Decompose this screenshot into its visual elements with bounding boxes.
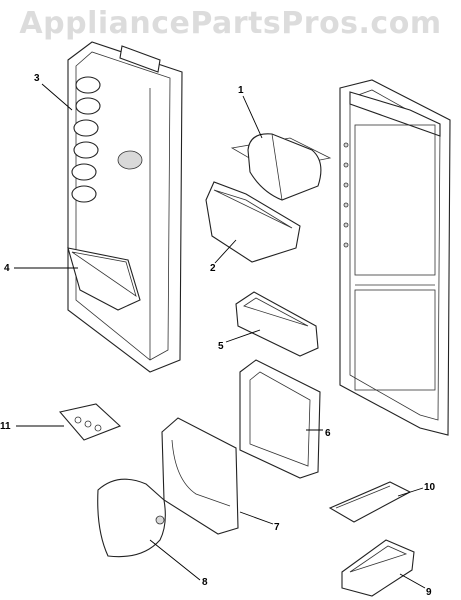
callout-8: 8: [202, 577, 208, 588]
callout-10: 10: [424, 482, 436, 493]
callout-3: 3: [34, 73, 40, 84]
part-2-dairy-bin: [205, 181, 301, 263]
fresh-food-door-liner: [339, 79, 451, 436]
callout-9: 9: [426, 587, 432, 598]
callout-2: 2: [210, 263, 216, 274]
part-1-dairy-cover: [230, 133, 332, 201]
callout-5: 5: [218, 341, 224, 352]
part-6-storage-frame: [239, 359, 321, 479]
part-10-shelf-plate: [328, 481, 412, 523]
watermark-text: AppliancePartsPros.com: [19, 6, 442, 41]
callout-labels: 1 2 3 4 5 6 7 8 9 10 11: [0, 73, 436, 598]
freezer-door-liner: [67, 41, 183, 373]
part-8-auger-housing: [97, 478, 166, 558]
part-7-ice-bucket: [161, 417, 239, 535]
callout-4: 4: [4, 263, 10, 274]
callout-1: 1: [238, 85, 244, 96]
callout-11: 11: [0, 421, 11, 432]
part-5-door-shelf: [235, 291, 319, 357]
callout-6: 6: [325, 428, 331, 439]
part-9-tray: [341, 539, 415, 597]
part-11-egg-tray: [58, 403, 122, 441]
leader-lines: [14, 83, 426, 589]
callout-7: 7: [274, 522, 280, 533]
